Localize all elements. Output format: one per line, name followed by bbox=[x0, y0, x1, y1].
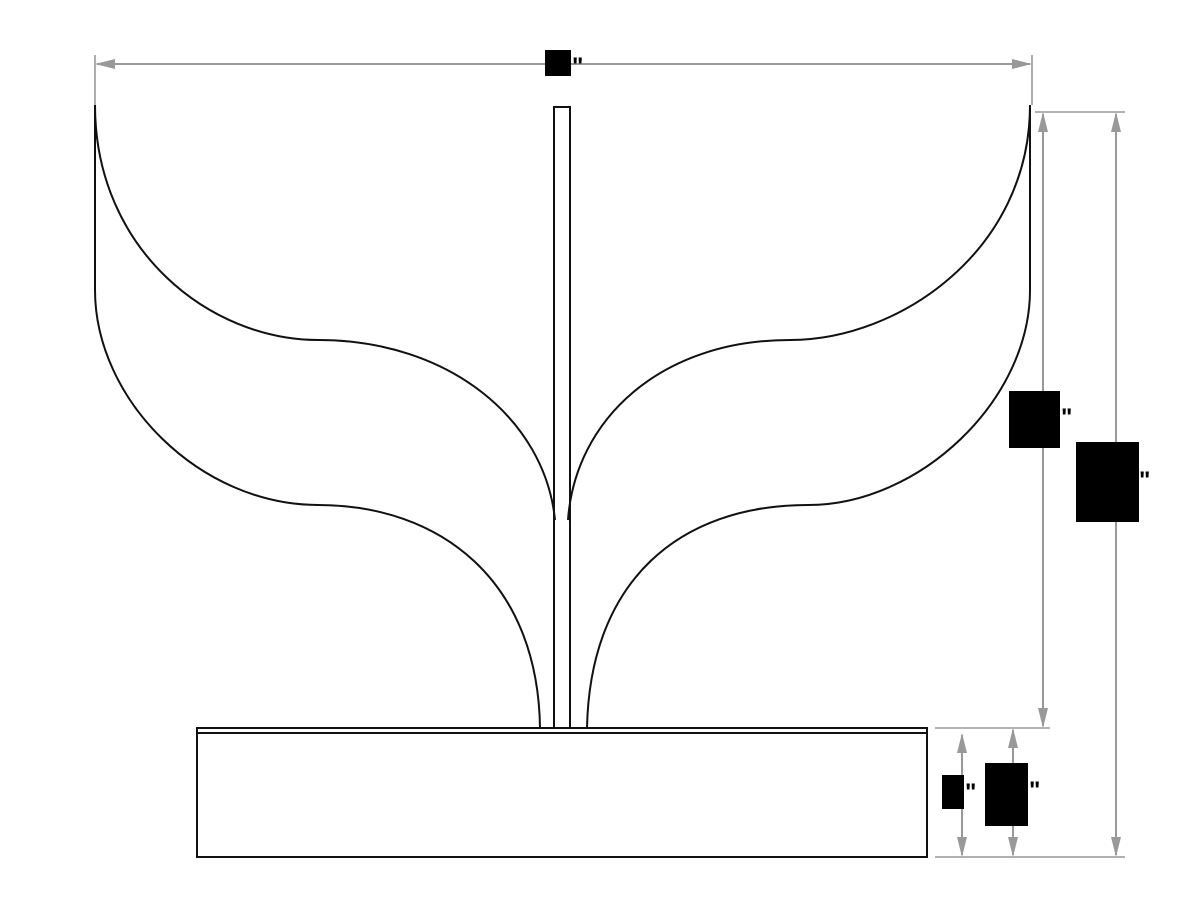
left-fin-lower-curve bbox=[94, 105, 541, 729]
dimension-base-height-inner: " bbox=[942, 733, 976, 857]
fin-shape bbox=[94, 104, 1031, 729]
arrowhead-left bbox=[95, 59, 115, 69]
redacted-value-base-inner bbox=[942, 775, 964, 809]
right-fin-lower-curve bbox=[586, 105, 1031, 729]
base bbox=[196, 727, 928, 858]
unit-mark-overall-height: " bbox=[1139, 467, 1150, 494]
redacted-value-fin-height bbox=[1009, 391, 1060, 448]
right-fin-upper-curve bbox=[567, 104, 1031, 521]
redacted-value-overall-height bbox=[1076, 442, 1139, 522]
arrowhead-top bbox=[1111, 112, 1121, 132]
base-block bbox=[196, 727, 928, 858]
arrowhead-right bbox=[1012, 59, 1032, 69]
dimension-fin-height: " bbox=[935, 111, 1125, 729]
arrowhead-bottom bbox=[1111, 837, 1121, 857]
dimension-overall-height: " bbox=[935, 112, 1150, 858]
dimension-overall-width: " bbox=[94, 50, 1033, 105]
unit-mark-base-outer: " bbox=[1029, 777, 1040, 804]
arrowhead-bottom bbox=[1038, 708, 1048, 728]
unit-mark-base-inner: " bbox=[965, 779, 976, 806]
left-fin-upper-curve bbox=[94, 104, 556, 521]
arrowhead-top bbox=[957, 733, 967, 753]
center-post bbox=[553, 106, 571, 729]
arrowhead-top bbox=[1038, 112, 1048, 132]
arrowhead-top bbox=[1008, 728, 1018, 748]
arrowhead-bottom bbox=[1008, 837, 1018, 857]
dimension-base-height-outer: " bbox=[985, 728, 1040, 857]
redacted-value-base-outer bbox=[985, 763, 1028, 826]
unit-mark-fin-height: " bbox=[1061, 404, 1072, 431]
unit-mark-width: " bbox=[572, 53, 583, 80]
redacted-value-width bbox=[545, 50, 571, 76]
arrowhead-bottom bbox=[957, 837, 967, 857]
